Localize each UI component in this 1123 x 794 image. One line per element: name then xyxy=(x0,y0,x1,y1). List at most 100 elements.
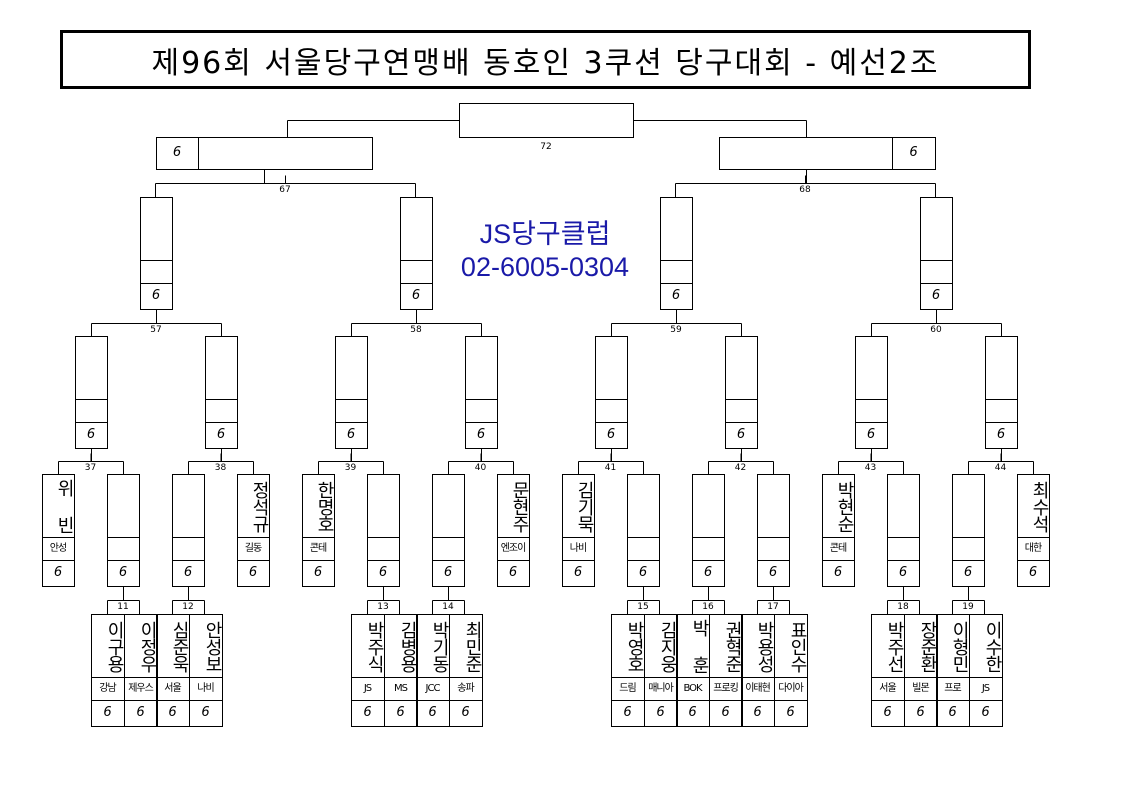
player-name: 김병용 xyxy=(397,620,418,672)
player-club: 길동 xyxy=(244,543,262,554)
club-name: JS당구클럽 xyxy=(479,219,611,249)
player-name: 이형민 xyxy=(949,620,970,672)
player-box xyxy=(497,474,530,587)
score-mark: 6 xyxy=(396,705,405,720)
score-mark: 6 xyxy=(1028,565,1038,580)
score-mark: 6 xyxy=(248,565,258,580)
player-name: 이구용 xyxy=(104,620,125,672)
final-box xyxy=(459,103,634,138)
score-mark: 6 xyxy=(638,565,648,580)
player-box xyxy=(822,474,855,587)
bracket-number: 68 xyxy=(790,185,820,195)
bracket-number: 17 xyxy=(758,602,788,612)
player-club: 나비 xyxy=(569,543,587,554)
player-name: 박용성 xyxy=(754,620,775,672)
score-mark: 6 xyxy=(172,145,182,160)
score-mark: 6 xyxy=(963,565,973,580)
bracket-number: 38 xyxy=(205,463,236,473)
player-box xyxy=(384,614,418,727)
bracket-number: 42 xyxy=(725,463,756,473)
player-club: 서울 xyxy=(164,683,181,694)
player-club: 다이아 xyxy=(778,683,804,694)
score-mark: 6 xyxy=(833,565,843,580)
player-box xyxy=(449,614,483,727)
player-club: MS xyxy=(394,683,408,694)
score-mark: 6 xyxy=(216,427,226,442)
player-club: 안성 xyxy=(49,543,67,554)
player-name: 표인수 xyxy=(787,620,808,672)
score-mark: 6 xyxy=(168,705,177,720)
player-club: 콘테 xyxy=(829,543,847,554)
score-mark: 6 xyxy=(753,705,762,720)
player-name: 안성보 xyxy=(202,620,223,672)
bracket-number: 40 xyxy=(465,463,496,473)
player-box xyxy=(969,614,1003,727)
player-club: 이태현 xyxy=(745,683,771,694)
player-name: 권혁준 xyxy=(722,620,743,672)
score-mark: 6 xyxy=(656,705,665,720)
player-name: 정석규 xyxy=(249,480,270,532)
score-mark: 6 xyxy=(443,565,453,580)
score-mark: 6 xyxy=(736,427,746,442)
player-name: 장준환 xyxy=(917,620,938,672)
player-name: 박 훈 xyxy=(689,619,710,673)
title-box: 제96회 서울당구연맹배 동호인 3쿠션 당구대회 - 예선2조 xyxy=(60,30,1031,89)
score-mark: 6 xyxy=(981,705,990,720)
player-club: 매니아 xyxy=(648,683,674,694)
score-mark: 6 xyxy=(931,288,941,303)
score-mark: 6 xyxy=(313,565,323,580)
player-club: 빌몬 xyxy=(912,683,929,694)
player-club: 제우스 xyxy=(128,683,154,694)
bracket-number: 60 xyxy=(921,325,951,335)
club-advert: JS당구클럽 02-6005-0304 xyxy=(440,218,650,284)
score-mark: 6 xyxy=(508,565,518,580)
bracket-number: 58 xyxy=(401,325,431,335)
player-box xyxy=(42,474,75,587)
score-mark: 6 xyxy=(363,705,372,720)
bracket-number: 57 xyxy=(141,325,171,335)
player-club: 강남 xyxy=(99,683,116,694)
player-box xyxy=(189,614,223,727)
player-box xyxy=(1017,474,1050,587)
bracket-number: 14 xyxy=(433,602,463,612)
semi-right-box xyxy=(719,137,936,170)
page-title: 제96회 서울당구연맹배 동호인 3쿠션 당구대회 - 예선2조 xyxy=(151,45,940,81)
score-mark: 6 xyxy=(721,705,730,720)
player-box xyxy=(774,614,808,727)
score-mark: 6 xyxy=(883,705,892,720)
player-box xyxy=(562,474,595,587)
score-mark: 6 xyxy=(346,427,356,442)
player-club: 콘테 xyxy=(309,543,327,554)
score-mark: 6 xyxy=(916,705,925,720)
bracket-number: 43 xyxy=(855,463,886,473)
score-mark: 6 xyxy=(201,705,210,720)
score-mark: 6 xyxy=(996,427,1006,442)
player-name: 심준욱 xyxy=(169,620,190,672)
bracket-number: 15 xyxy=(628,602,658,612)
player-box xyxy=(709,614,743,727)
player-name: 김지웅 xyxy=(657,620,678,672)
player-name: 박기동 xyxy=(429,620,450,672)
player-box xyxy=(644,614,678,727)
score-mark: 6 xyxy=(53,565,63,580)
player-name: 박주선 xyxy=(884,620,905,672)
score-mark: 6 xyxy=(573,565,583,580)
player-name: 박영호 xyxy=(624,620,645,672)
score-mark: 6 xyxy=(948,705,957,720)
player-name: 김기묵 xyxy=(574,480,595,532)
score-mark: 6 xyxy=(461,705,470,720)
score-mark: 6 xyxy=(703,565,713,580)
score-mark: 6 xyxy=(86,427,96,442)
player-name: 이정우 xyxy=(137,620,158,672)
player-club: 서울 xyxy=(879,683,896,694)
player-box xyxy=(302,474,335,587)
score-mark: 6 xyxy=(909,145,918,160)
bracket-number: 44 xyxy=(985,463,1016,473)
score-mark: 6 xyxy=(103,705,112,720)
player-name: 문현주 xyxy=(509,480,530,532)
bracket-number: 37 xyxy=(75,463,106,473)
player-box xyxy=(237,474,270,587)
score-mark: 6 xyxy=(411,288,421,303)
score-mark: 6 xyxy=(378,565,388,580)
